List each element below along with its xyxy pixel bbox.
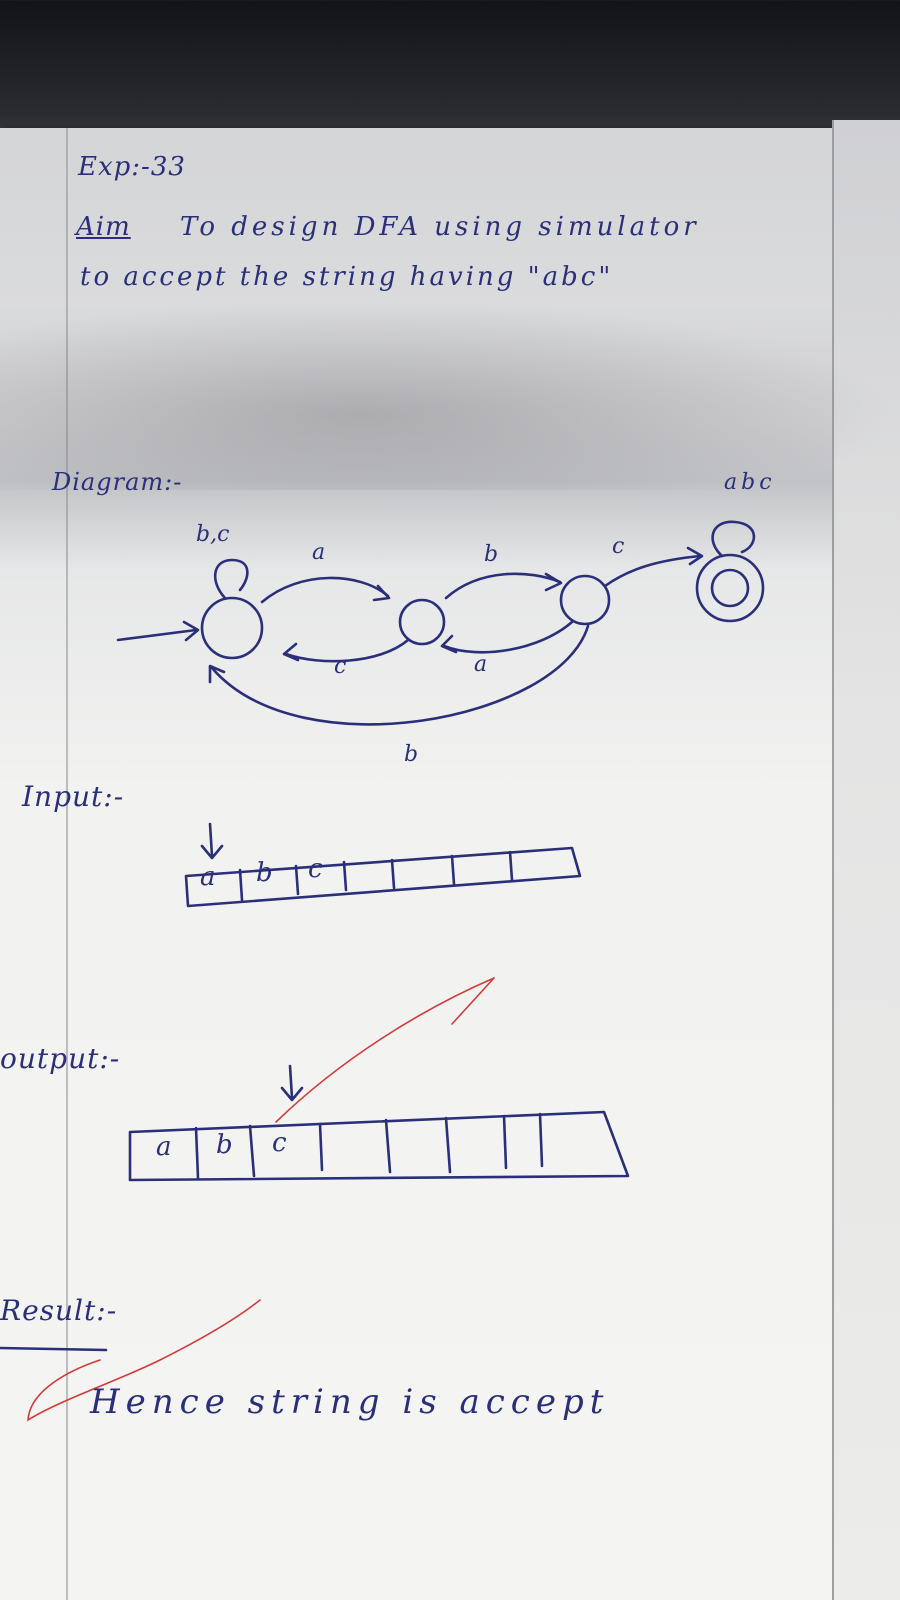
start-arrowhead: [182, 620, 200, 642]
next-page-edge: [832, 120, 900, 1600]
output-cell: b: [216, 1130, 233, 1160]
state-q0: [200, 596, 264, 660]
output-cell: c: [272, 1128, 287, 1158]
edge-q2-q0: [210, 624, 590, 726]
notebook-page: [0, 128, 832, 1600]
label-q0-q1: a: [312, 540, 326, 565]
edge-q0-q1: [260, 576, 390, 604]
input-head-arrow: [200, 822, 224, 860]
label-q2-q0: b: [404, 742, 419, 767]
output-tape: [128, 1110, 630, 1182]
input-heading: Input:-: [22, 780, 125, 813]
edge-q2-q3: [603, 554, 702, 588]
label-self-loop-q0: b,c: [196, 522, 230, 547]
edge-q1-q0: [284, 638, 410, 663]
label-q2-q1: a: [474, 652, 488, 677]
state-q3-final-outer: [695, 553, 765, 623]
diagram-heading: Diagram:-: [52, 468, 183, 496]
experiment-number: Exp:-33: [78, 152, 186, 182]
aim-line-1: To design DFA using simulator: [180, 212, 700, 242]
output-heading: output:-: [0, 1042, 121, 1075]
input-cell: b: [256, 858, 273, 888]
state-q2: [559, 574, 611, 626]
input-cell: c: [308, 854, 323, 884]
start-arrow: [116, 628, 198, 642]
result-heading: Result:-: [0, 1294, 118, 1327]
self-loop-q0: [213, 558, 249, 600]
margin-line: [66, 128, 68, 1600]
red-check-output: [275, 977, 495, 1123]
edge-q1-q2: [444, 572, 562, 600]
label-q1-q2: b: [484, 542, 499, 567]
aim-label: Aim: [76, 212, 131, 242]
result-text: Hence string is accept: [90, 1382, 610, 1422]
aim-line-2: to accept the string having "abc": [80, 262, 614, 292]
edge-q2-q1: [442, 620, 574, 654]
label-self-loop-q3: abc: [724, 470, 776, 495]
result-underline: [0, 1346, 108, 1352]
input-tape: [184, 846, 582, 908]
output-cell: a: [156, 1132, 172, 1162]
output-head-arrow: [280, 1064, 304, 1102]
label-q1-q0: c: [334, 654, 347, 679]
state-q3-final-inner: [710, 568, 750, 608]
label-q2-q3: c: [612, 534, 625, 559]
phone-shadow: [0, 300, 900, 490]
self-loop-q3: [711, 520, 756, 558]
input-cell: a: [200, 862, 216, 892]
state-q1: [398, 598, 446, 646]
red-check-result: [27, 1299, 261, 1422]
